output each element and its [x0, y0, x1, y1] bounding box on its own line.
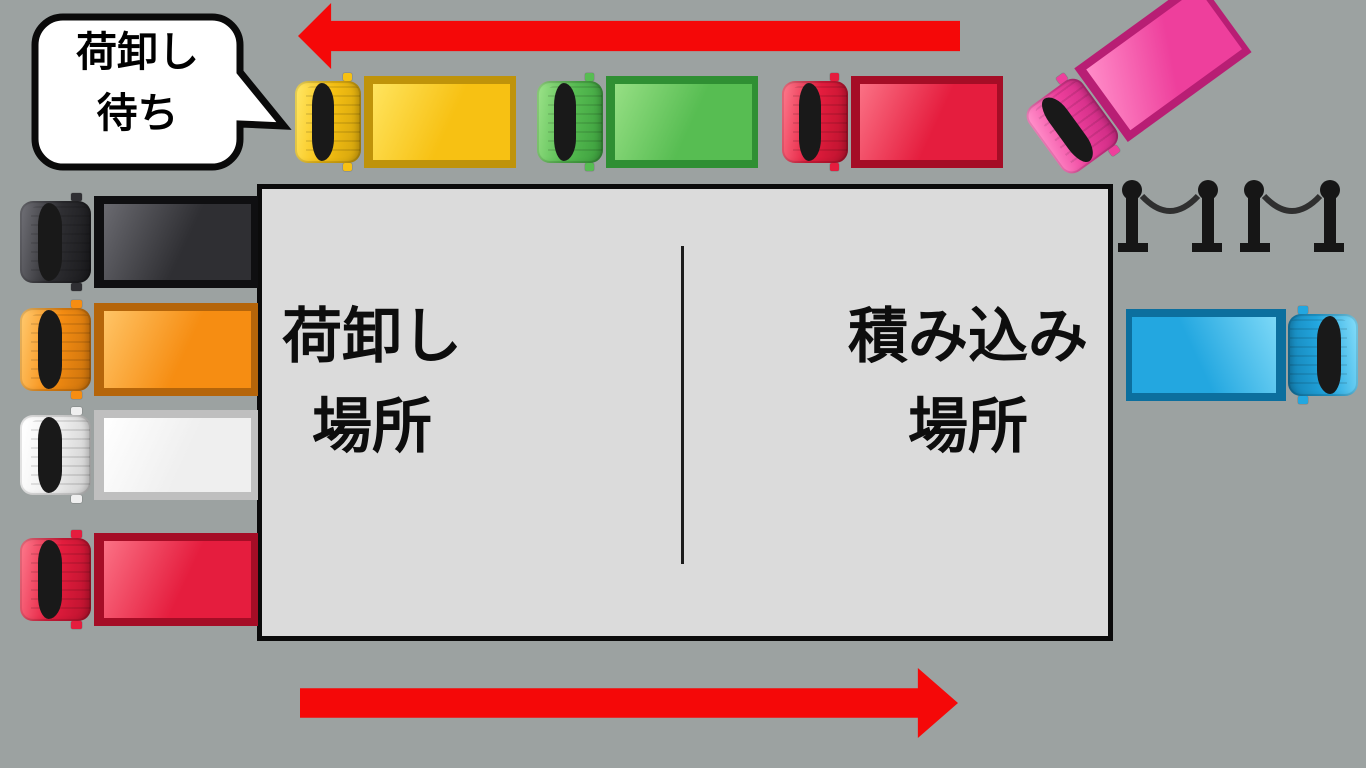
- truck-cab: [20, 307, 92, 392]
- unloading-zone-label: 荷卸し 場所: [252, 292, 492, 472]
- truck-windshield: [1316, 316, 1341, 394]
- truck-windshield: [37, 540, 63, 619]
- truck-bed-panel: [103, 541, 252, 618]
- truck-bed: [93, 409, 258, 501]
- speech-bubble: [31, 13, 292, 171]
- truck-bed: [605, 75, 758, 169]
- unloading-zone-line2: 場所: [312, 393, 432, 460]
- truck-windshield: [37, 203, 63, 281]
- truck-bed-panel: [103, 417, 252, 493]
- truck-bed: [850, 75, 1003, 169]
- truck-mirror-icon: [71, 193, 82, 201]
- truck-cab: [1288, 313, 1358, 397]
- truck-mirror-icon: [71, 530, 82, 538]
- truck-bed: [363, 75, 516, 169]
- truck-windshield: [37, 417, 63, 493]
- truck-mirror-icon: [1297, 306, 1309, 314]
- truck-windshield: [553, 83, 577, 161]
- truck-green-queue: [537, 73, 758, 171]
- truck-white-waiting: [20, 407, 258, 503]
- truck-blue-loading: [1126, 306, 1358, 404]
- truck-cab: [295, 80, 362, 164]
- truck-bed: [93, 302, 258, 397]
- loading-zone-line2: 場所: [908, 393, 1028, 460]
- truck-mirror-icon: [71, 495, 82, 503]
- truck-mirror-icon: [829, 73, 840, 81]
- truck-bed: [93, 532, 258, 627]
- truck-pink-arriving: [1017, 0, 1252, 184]
- speech-bubble-line2: 待ち: [96, 90, 179, 136]
- loading-zone-line1: 積み込み: [848, 303, 1088, 370]
- truck-mirror-icon: [1297, 396, 1309, 404]
- loading-zone-label: 積み込み 場所: [838, 292, 1098, 472]
- truck-black-waiting: [20, 193, 258, 291]
- speech-bubble-text: 荷卸し 待ち: [40, 22, 235, 144]
- truck-mirror-icon: [584, 73, 595, 81]
- truck-mirror-icon: [71, 407, 82, 415]
- truck-mirror-icon: [71, 391, 82, 399]
- truck-mirror-icon: [584, 163, 595, 171]
- truck-bed-panel: [614, 84, 752, 160]
- flow-arrow-left: [298, 3, 960, 69]
- truck-bed: [1126, 308, 1287, 402]
- unloading-zone-line1: 荷卸し: [282, 303, 462, 370]
- truck-mirror-icon: [71, 300, 82, 308]
- truck-red-queue: [782, 73, 1003, 171]
- speech-bubble-line1: 荷卸し: [76, 29, 199, 75]
- truck-yellow-queue: [295, 73, 516, 171]
- truck-red-waiting: [20, 530, 258, 629]
- flow-arrow-right: [300, 668, 958, 738]
- dock-zone-box: [257, 184, 1113, 641]
- truck-bed-panel: [859, 84, 997, 160]
- truck-bed-panel: [1132, 317, 1277, 393]
- truck-mirror-icon: [342, 163, 353, 171]
- truck-orange-waiting: [20, 300, 258, 399]
- truck-bed-panel: [1086, 0, 1242, 131]
- truck-cab: [782, 80, 849, 164]
- truck-cab: [537, 80, 604, 164]
- truck-bed: [93, 195, 258, 289]
- truck-mirror-icon: [829, 163, 840, 171]
- truck-windshield: [311, 83, 335, 161]
- truck-windshield: [798, 83, 822, 161]
- truck-cab: [20, 537, 92, 622]
- queue-barrier-icon: [1118, 180, 1222, 252]
- zone-divider-line: [681, 246, 684, 564]
- truck-bed-panel: [103, 204, 252, 280]
- truck-mirror-icon: [71, 621, 82, 629]
- truck-cab: [20, 200, 92, 284]
- truck-bed-panel: [103, 311, 252, 388]
- truck-cab: [20, 414, 92, 496]
- truck-bed-panel: [372, 84, 510, 160]
- truck-windshield: [37, 310, 63, 389]
- truck-mirror-icon: [71, 283, 82, 291]
- queue-barrier-icon: [1240, 180, 1344, 252]
- truck-mirror-icon: [342, 73, 353, 81]
